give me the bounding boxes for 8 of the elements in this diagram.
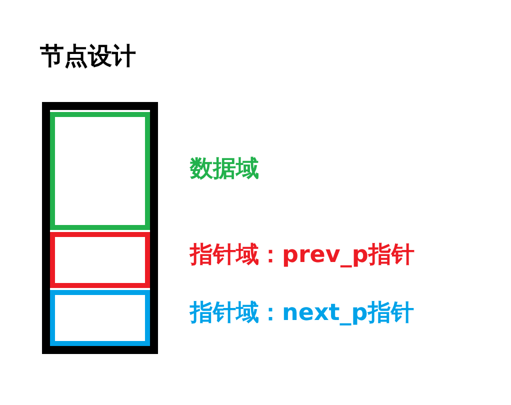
field-label: 数据域 [190, 155, 259, 184]
title: 节点设计 [40, 41, 136, 72]
frame-box [50, 290, 150, 346]
field-label: 指针域：next_p指针 [190, 299, 414, 328]
frame-box [50, 112, 150, 230]
frame-box [50, 232, 150, 288]
field-label: 指针域：prev_p指针 [190, 241, 414, 270]
frame-box [42, 102, 158, 354]
